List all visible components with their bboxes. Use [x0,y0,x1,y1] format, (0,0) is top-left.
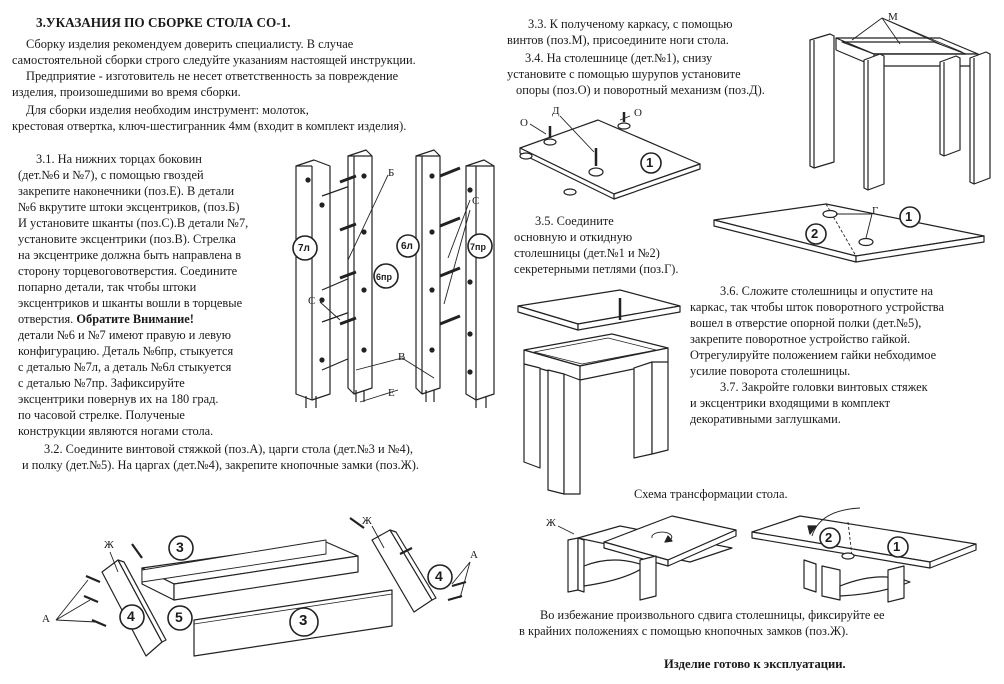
intro-line: самостоятельной сборки строго следуйте у… [12,53,416,67]
step-line: усилие поворота столешницы. [690,364,851,378]
step-line: отверстия. Обратите Внимание! [18,312,194,328]
warning-line: Во избежание произвольного сдвига столеш… [540,608,885,622]
step-line: 3.2. Соедините винтовой стяжкой (поз.А),… [44,442,413,456]
step-line: на эксцентрике должна быть направлена в [18,248,242,262]
label-e: Е [388,387,395,399]
step-line: 3.3. К полученому каркасу, с помощью [528,17,733,31]
step-line: детали №6 и №7 имеют правую и левую [18,328,232,342]
frame-diagram [809,17,991,191]
step-line: Отрегулируйте положением гайки небходимо… [690,348,937,362]
screws [83,517,467,628]
badge-7pr: 7пр [470,242,486,252]
step-line: каркас, так чтобы шток поворотного устро… [690,300,944,314]
step-line: вошел в отверстие опорной полки (дет.№5)… [690,316,922,330]
step-line: конфигурацию. Деталь №6пр, стыкуется [18,344,234,358]
intro-line: Сборку изделия рекомендуем доверить спец… [26,37,354,51]
step-line: винтов (поз.М), присоедините ноги стола. [507,33,729,47]
badge-3-front: 3 [299,612,308,629]
label-c-right: С [472,195,480,207]
step-line: сторону торцевоговотверстия. Соедините [18,264,238,278]
panel-6pr [373,149,461,402]
label-b: Б [388,167,395,179]
badge-6l: 6л [401,241,413,252]
table-assembly-diagram [517,289,681,495]
step-line: (дет.№6 и №7), с помощью гвоздей [18,168,204,182]
step-line: секретерными петлями (поз.Г). [514,262,679,276]
transformation-left-diagram [557,515,737,601]
label-m: М [888,11,898,23]
step-line: 3.7. Закройте головки винтовых стяжек [720,380,928,394]
badge-3-back: 3 [176,539,184,555]
label-d: Д [552,105,560,117]
step-line: 3.4. На столешнице (дет.№1), снизу [525,51,713,65]
intro-line: изделия, произошедшими во время сборки. [12,85,241,99]
badge-7l: 7л [298,243,310,254]
label-zh-right: Ж [362,515,372,527]
page-title: 3.УКАЗАНИЯ ПО СБОРКЕ СТОЛА СО-1. [36,15,291,30]
label-a-left: А [42,613,50,625]
step-line: декоративными заглушками. [690,412,841,426]
label-v: В [398,351,406,363]
step-text: отверстия. [18,312,77,326]
step-line: и полку (дет.№5). На царгах (дет.№4), за… [22,458,419,472]
step-line: и эксцентрики входящими в комплект [690,396,891,410]
step-line: И установите шканты (поз.С).В детали №7, [18,216,249,230]
step-line: установите с помощью шурупов установите [507,67,741,81]
warning-emphasis: Обратите Внимание! [76,312,194,326]
badge-1-mid: 1 [905,209,913,224]
step-line: конструкции являются ногами стола. [18,424,214,438]
badge-6pr: 6пр [376,272,392,282]
step-line: столешницы (дет.№1 и №2) [514,246,660,260]
panel-7pr [465,159,495,408]
step-line: 3.1. На нижних торцах боковин [36,152,202,166]
scheme-caption: Схема трансформации стола. [634,487,788,501]
badge-1-top: 1 [646,155,654,170]
step-line: по часовой стрелке. Полученые [18,408,185,422]
label-a-right: А [470,549,478,561]
badge-2-mid: 2 [811,226,819,241]
label-c-left: С [308,295,316,307]
label-zh-scheme: Ж [546,517,556,529]
leg-panels-diagram [292,149,495,408]
badge-4-right: 4 [435,568,443,584]
step-line: попарно детали, так чтобы штоки [18,280,197,294]
leader-lines [319,174,471,403]
warning-line: в крайних положениях с помощью кнопочных… [519,624,849,638]
transformation-right-diagram [751,507,977,603]
step-line: установите эксцентрики (поз.В). Стрелка [18,232,236,246]
badge-2-scheme: 2 [825,530,833,545]
step-line: с деталью №7пр. Зафиксируйте [18,376,185,390]
tabletop-bottom-diagram [519,112,701,200]
step-line: 3.5. Соедините [535,214,614,228]
step-line: №6 вкрутите штоки эксцентриков, (поз.Б) [18,200,240,214]
step-line: 3.6. Сложите столешницы и опустите на [720,284,933,298]
step-line: эксцентрики повернув их на 180 град. [18,392,219,406]
step-line: опоры (поз.О) и поворотный механизм (поз… [516,83,765,97]
step-line: закрепите поворотное устройство гайкой. [690,332,911,346]
badge-1-scheme: 1 [893,539,901,554]
step-line: с деталью №7л, а деталь №6л стыкуется [18,360,232,374]
label-o-right: О [634,107,642,119]
table-legs [809,33,991,191]
label-g: Г [872,205,879,217]
badge-4-left: 4 [127,608,135,624]
panel-7l [292,159,351,408]
badge-5: 5 [175,609,183,625]
frame-rails-diagram [55,517,471,657]
panel-6l [339,149,373,402]
step-line: основную и откидную [514,230,633,244]
intro-line: Для сборки изделия необходим инструмент:… [26,103,309,117]
step-line: закрепите наконечники (поз.Е). В детали [18,184,235,198]
intro-line: крестовая отвертка, ключ-шестигранник 4м… [12,119,407,133]
intro-line: Предприятие - изготовитель не несет отве… [26,69,399,83]
two-tabletops-diagram [713,203,985,263]
label-zh-left: Ж [104,539,114,551]
final-note: Изделие готово к эксплуатации. [664,657,846,671]
step-line: эксцентриков и шканты вошли в торцевые [18,296,243,310]
label-o-left: О [520,117,528,129]
